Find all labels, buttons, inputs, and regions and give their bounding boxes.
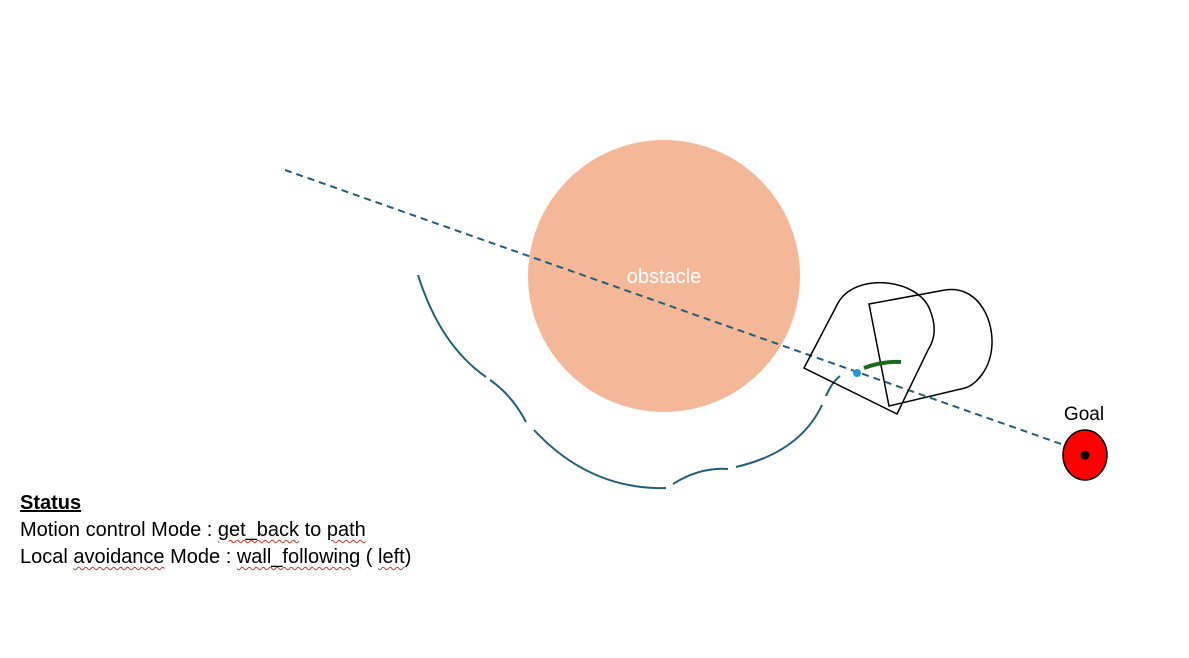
motion-control-line: Motion control Mode : get_back to path: [20, 517, 411, 544]
local-avoidance-line: Local avoidance Mode : wall_following ( …: [20, 544, 411, 571]
trajectory-segment: [672, 467, 729, 485]
trajectory-segment: [489, 379, 527, 423]
motion-suffix-path: path: [326, 519, 366, 541]
global-path-line: [284, 169, 1065, 446]
obstacle-circle: [528, 140, 800, 412]
motion-control-value: get_back: [217, 519, 300, 541]
robot-trajectory: [417, 274, 841, 490]
avoidance-side: left: [378, 546, 405, 568]
heading-arc: [863, 359, 902, 370]
avoidance-open: (: [360, 546, 379, 568]
motion-suffix-word: to: [304, 519, 322, 541]
goal-label: Goal: [1064, 404, 1104, 425]
motion-control-label: Motion control Mode :: [20, 519, 218, 541]
avoidance-label-start: Local: [20, 546, 74, 568]
status-panel: Status Motion control Mode : get_back to…: [20, 490, 411, 571]
robot-footprint-projected: [868, 288, 993, 407]
trajectory-segment: [735, 404, 823, 468]
goal-center-dot: [1080, 450, 1090, 460]
obstacle-label: obstacle: [627, 266, 702, 288]
robot-footprint-current: [802, 281, 935, 416]
avoidance-close: ): [404, 546, 412, 568]
avoidance-label-word: avoidance: [73, 546, 165, 568]
status-title-text: Status: [20, 492, 82, 514]
trajectory-segment: [533, 429, 667, 490]
robot-point: [853, 369, 861, 377]
status-title: Status: [20, 490, 411, 517]
avoidance-label-end: Mode :: [164, 546, 237, 568]
trajectory-segment: [417, 274, 487, 378]
avoidance-value: wall_following: [236, 546, 361, 568]
trajectory-segment: [825, 375, 841, 397]
